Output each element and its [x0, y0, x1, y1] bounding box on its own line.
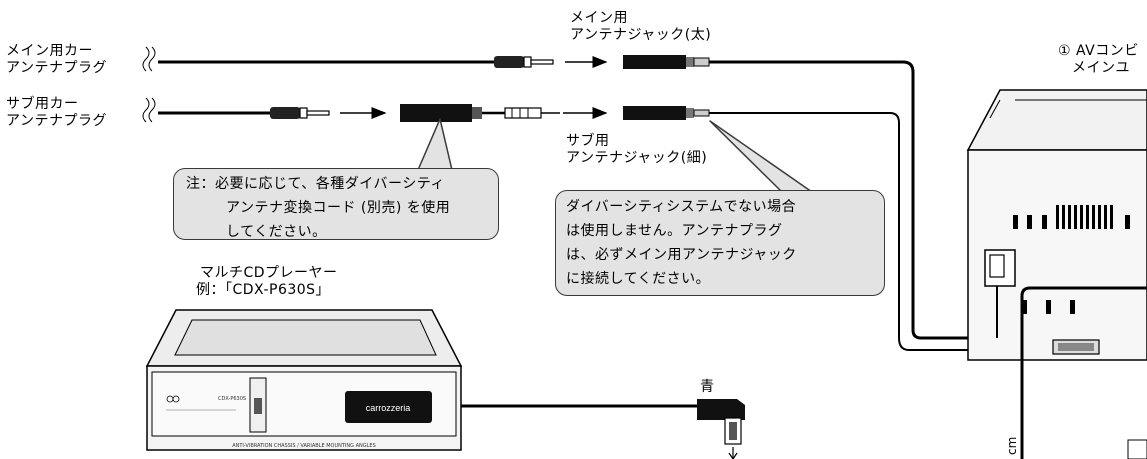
av-unit-antenna-connector	[984, 249, 1016, 338]
av-unit-cable	[1020, 286, 1147, 459]
cd-player-label: マルチCDプレーヤー 例：「CDX-P630S」	[196, 265, 338, 298]
sub-antenna-plug	[270, 107, 330, 119]
cd-player-brand: carrozzeria	[366, 403, 411, 413]
multi-cd-player: carrozzeria CDX-P630S ANTI-VIBRATION CHA…	[145, 309, 463, 451]
left-note-line: してください。	[226, 224, 327, 240]
sub-jack-cable	[709, 112, 998, 351]
sub-antenna-jack	[623, 106, 710, 120]
av-unit	[966, 89, 1147, 459]
left-note-line: 注：必要に応じて、各種ダイバーシティ	[186, 176, 445, 192]
right-note-callout: ダイバーシティシステムでない場合 は使用しません。アンテナプラグ は、必ずメイン…	[555, 190, 885, 296]
right-note-pointer	[709, 120, 813, 193]
diversity-converter-cord	[400, 104, 560, 122]
sub-cable-break-mark	[142, 97, 156, 123]
blue-connector	[697, 399, 745, 459]
right-note-line: ダイバーシティシステムでない場合	[566, 199, 797, 215]
right-note-line: に接続してください。	[566, 271, 711, 287]
main-jack-label: メイン用 アンテナジャック(太)	[570, 10, 712, 43]
av-unit-label: ① AVコンビ メインユ	[1058, 43, 1139, 76]
blue-connector-label: 青	[700, 379, 715, 395]
cm-label: cm	[1005, 436, 1019, 455]
cd-player-strip: ANTI-VIBRATION CHASSIS / VARIABLE MOUNTI…	[232, 443, 376, 449]
av-unit-vents	[1013, 205, 1130, 314]
main-plug-label: メイン用カー アンテナプラグ	[6, 43, 107, 76]
left-note-pointer	[417, 118, 453, 171]
sub-jack-label: サブ用 アンテナジャック(細)	[566, 133, 708, 166]
cd-player-display	[345, 391, 432, 423]
main-antenna-row	[142, 46, 998, 340]
left-note-line: アンテナ変換コード (別売) を使用	[226, 200, 451, 216]
sub-antenna-row	[142, 97, 998, 351]
main-cable-break-mark	[142, 46, 156, 72]
sub-plug-label: サブ用カー アンテナプラグ	[6, 96, 107, 129]
right-note-line: は使用しません。アンテナプラグ	[566, 223, 783, 239]
main-jack-cable	[709, 60, 998, 340]
main-antenna-plug	[494, 56, 554, 68]
right-note-line: は、必ずメイン用アンテナジャック	[566, 247, 797, 263]
main-antenna-jack	[623, 55, 710, 69]
cd-player-model-small: CDX-P630S	[218, 396, 246, 402]
left-note-callout: 注：必要に応じて、各種ダイバーシティ アンテナ変換コード (別売) を使用 して…	[173, 168, 499, 240]
